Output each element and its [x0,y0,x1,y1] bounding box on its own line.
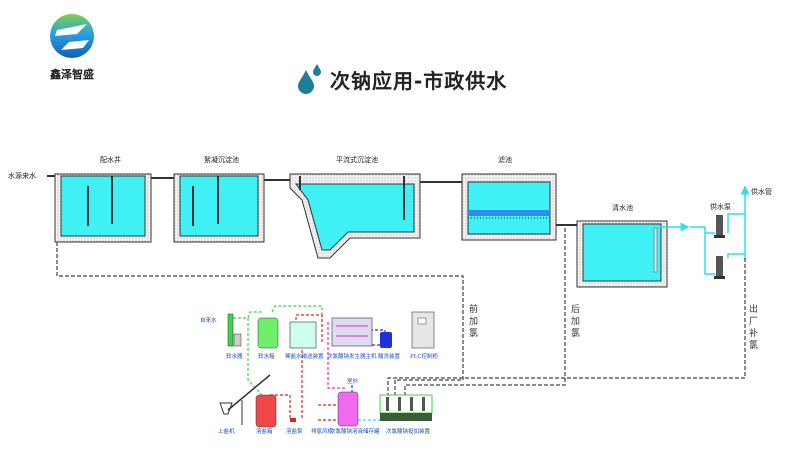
svg-text:室外: 室外 [347,377,359,385]
brand-name: 鑫泽智盛 [50,68,94,81]
svg-text:配水井: 配水井 [100,155,121,164]
tank-sedimentation: 平流式沉淀池 [289,155,421,259]
generator-host [331,317,373,347]
storage-tank [337,391,359,427]
svg-text:出厂补氯: 出厂补氯 [749,303,758,351]
svg-text:絮凝沉淀池: 絮凝沉淀池 [204,155,239,164]
svg-text:排氢风机: 排氢风机 [311,427,334,435]
salt-dissolving-tank [255,394,277,428]
bottom-row-labels: 上盐机 溶盐箱 溶盐泵 排氢风机 次氯酸钠溶液储存罐 次氯酸钠投加装置 [218,427,431,435]
softener [227,313,242,347]
svg-text:自来水: 自来水 [200,316,217,324]
svg-text:供水泵: 供水泵 [710,202,731,211]
salt-loader [219,374,271,425]
xz-globe-logo-icon [50,14,94,58]
svg-text:上盐机: 上盐机 [218,427,235,435]
soft-water-tank [257,317,279,349]
top-row-labels: 软水器 软水箱 稀盐水输送装置 次氯酸钠发生器主机 酸洗装置 PLC控制柜 [226,352,439,360]
tank-distribution-well: 配水井 [54,155,152,243]
tank-clear-water: 清水池 [576,203,668,288]
svg-text:软水器: 软水器 [226,352,243,360]
supply-pumps [660,185,750,275]
svg-text:溶盐泵: 溶盐泵 [286,427,303,435]
svg-text:清水池: 清水池 [612,203,633,212]
water-drops-icon [298,64,321,94]
svg-text:酸洗装置: 酸洗装置 [378,352,401,360]
svg-text:稀盐水输送装置: 稀盐水输送装置 [285,352,324,360]
pump-2 [714,256,725,279]
tank-flocculation: 絮凝沉淀池 [173,155,265,243]
svg-text:软水箱: 软水箱 [258,352,275,360]
dosing-device [379,394,433,421]
brand-logo: 鑫泽智盛 [40,12,104,82]
svg-text:后加氯: 后加氯 [571,304,580,339]
svg-text:次氯酸钠投加装置: 次氯酸钠投加装置 [386,427,431,435]
svg-text:PLC控制柜: PLC控制柜 [410,352,439,360]
source-label: 水源来水 [8,171,36,180]
dosing-lines [56,228,746,395]
svg-text:溶盐箱: 溶盐箱 [256,427,273,435]
svg-text:次氯酸钠溶液储存罐: 次氯酸钠溶液储存罐 [330,427,380,435]
title-text: 次钠应用-市政供水 [330,68,508,93]
acid-wash [380,332,392,348]
brine-transfer [289,321,317,349]
brine-pump [290,418,296,422]
svg-text:供水管: 供水管 [751,187,772,196]
pump-1 [714,215,725,238]
svg-text:前加氯: 前加氯 [469,303,478,339]
plc-cabinet [411,311,435,349]
svg-text:次氯酸钠发生器主机: 次氯酸钠发生器主机 [327,352,377,360]
svg-text:平流式沉淀池: 平流式沉淀池 [336,155,378,164]
dosing-labels: 前加氯 后加氯 出厂补氯 [469,303,758,351]
svg-text:滤池: 滤池 [498,155,512,164]
tank-filter: 滤池 [461,155,557,241]
page-title: 次钠应用-市政供水 [296,64,507,94]
